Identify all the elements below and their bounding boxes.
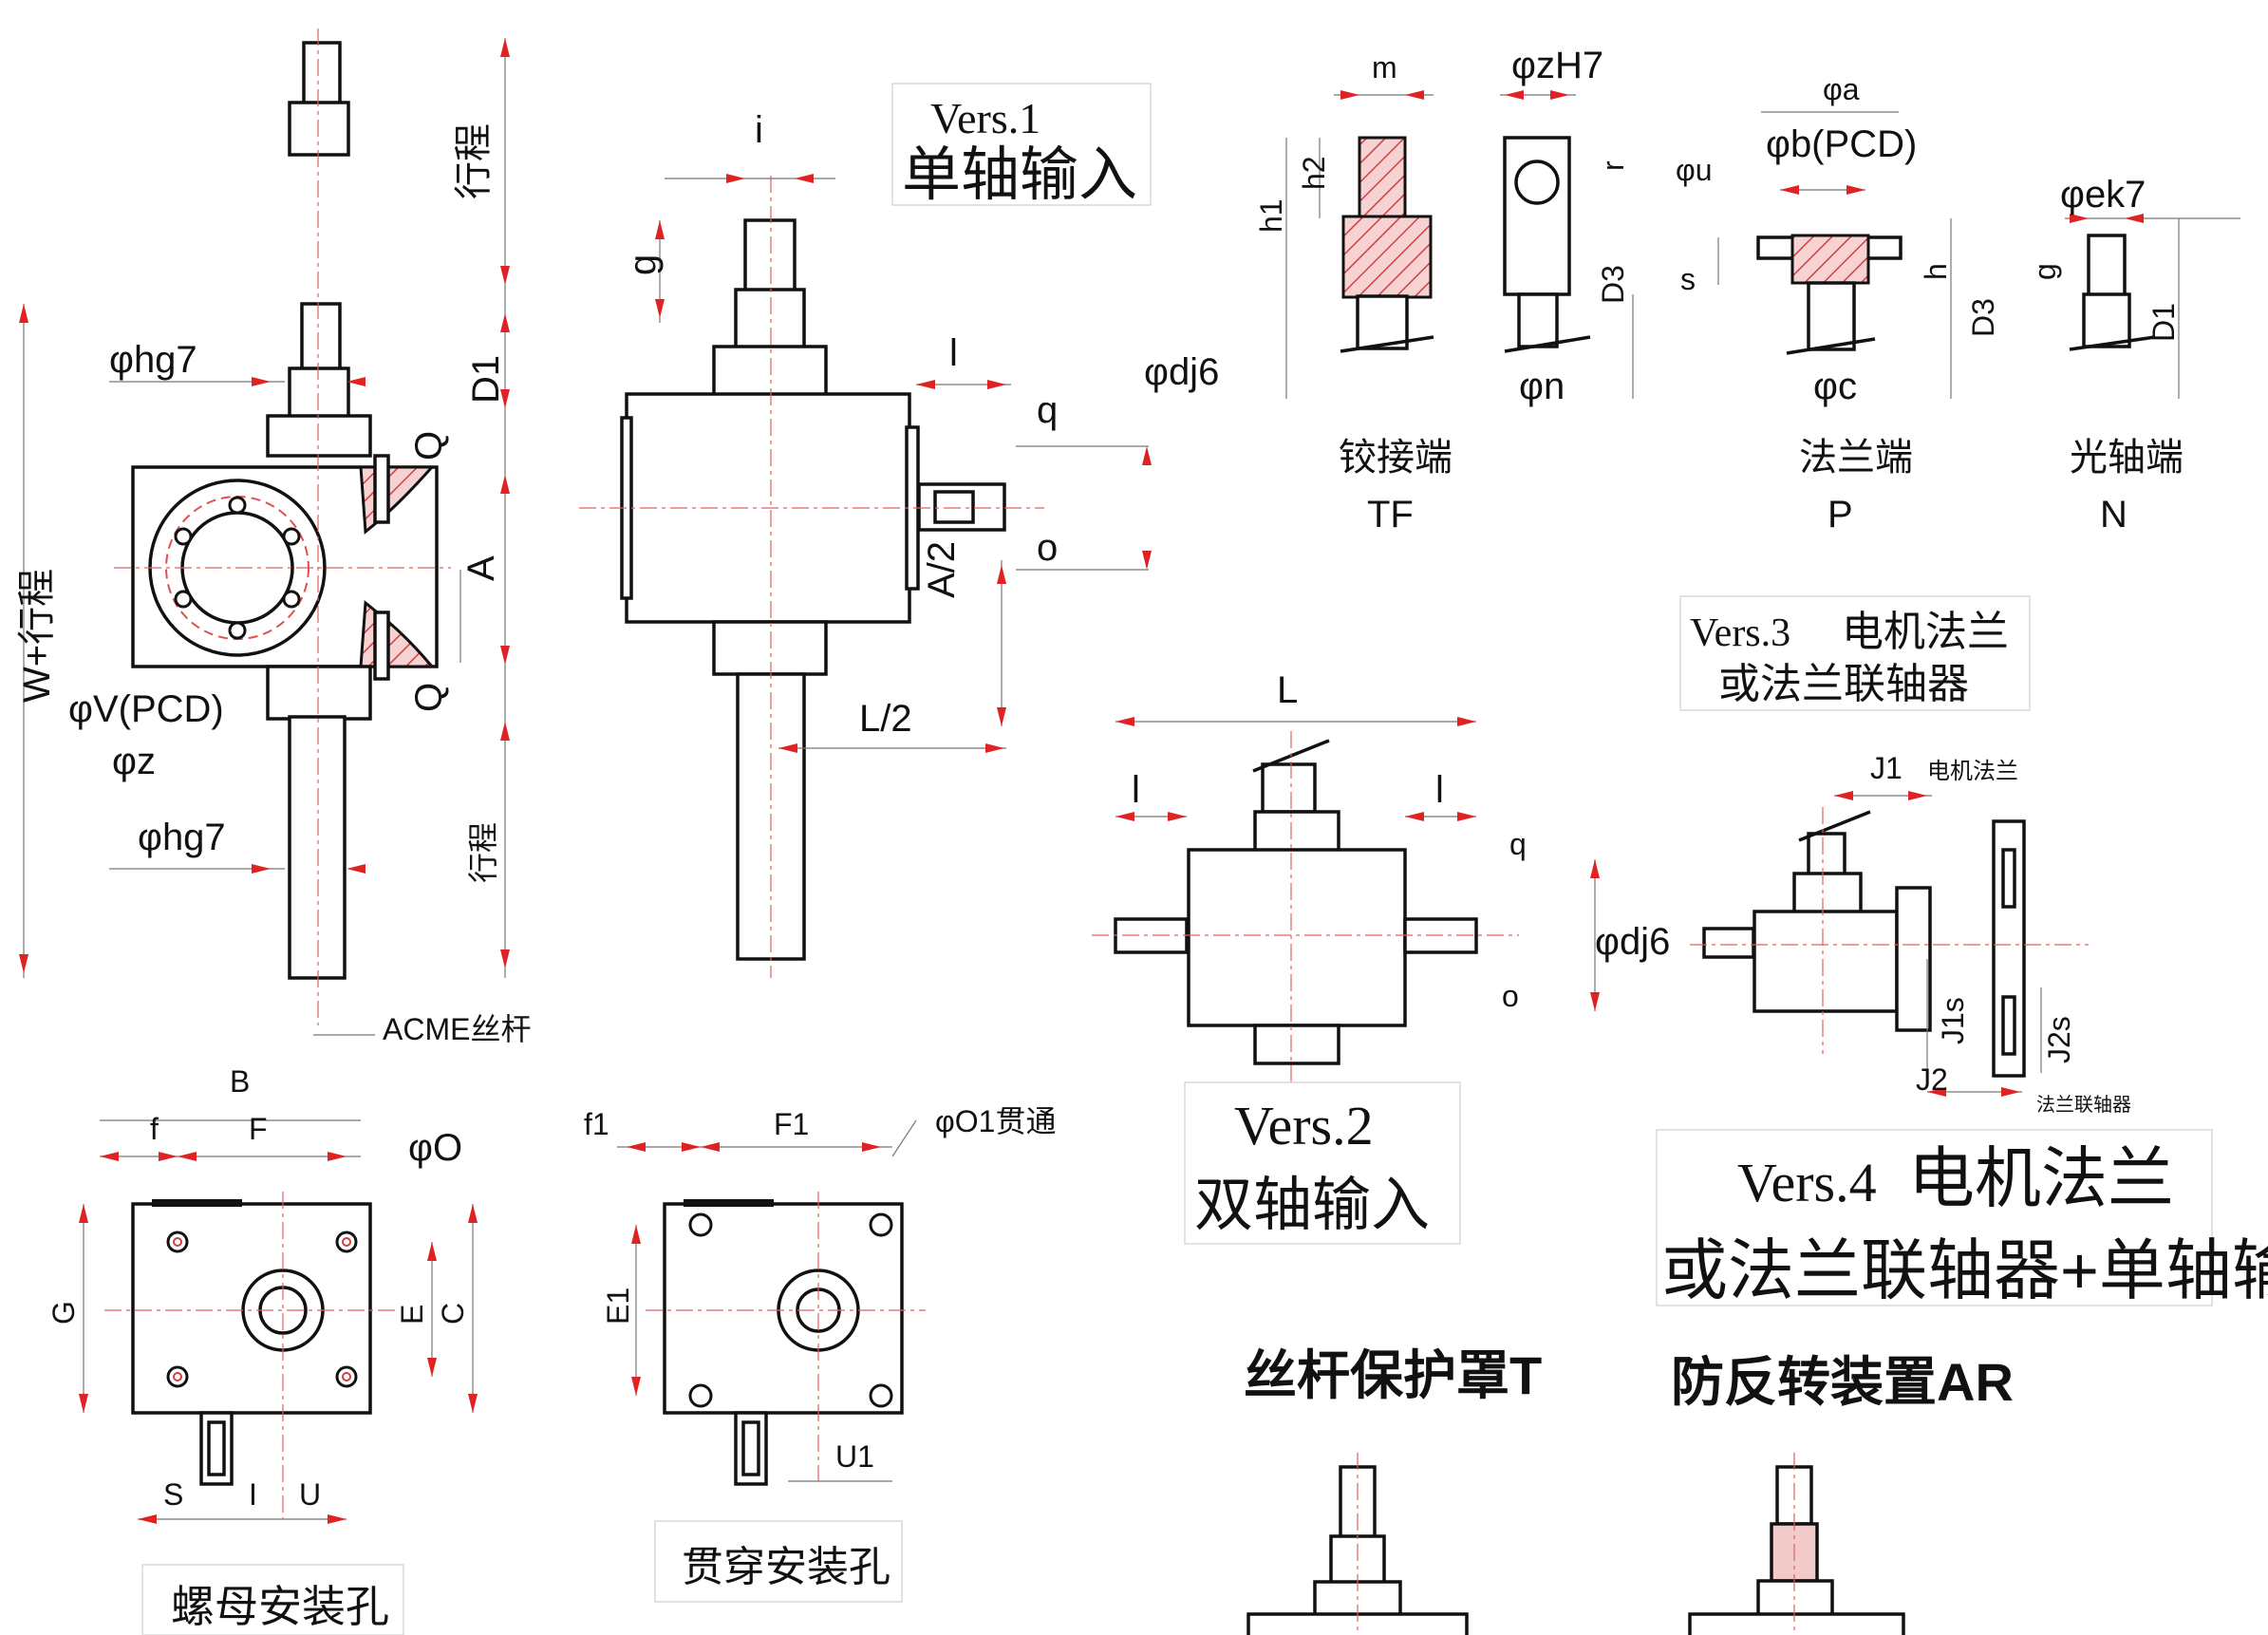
motor-flange-label: 电机法兰 (1927, 759, 2018, 784)
stroke-label-upper: 行程 (453, 123, 495, 199)
a-half-label: A/2 (921, 541, 963, 598)
tf-name: 铰接端 (1339, 437, 1453, 479)
E1-label: E1 (601, 1287, 635, 1325)
q-label: q (1037, 389, 1058, 431)
vers2-code: Vers.2 (1234, 1095, 1374, 1156)
anti-rotation-view (1688, 1453, 1905, 1635)
j1s-label: J1s (1936, 997, 1970, 1044)
h2-label: h2 (1297, 156, 1331, 190)
nut-holes-caption: 螺母安装孔 (171, 1582, 389, 1631)
I-label: I (249, 1477, 257, 1512)
v-pcd-label: φV(PCD) (68, 688, 224, 730)
stroke-label-lower: 行程 (466, 822, 500, 883)
u-label: φu (1676, 153, 1713, 187)
vers1-code: Vers.1 (930, 94, 1040, 142)
vers1-text: 单轴输入 (902, 142, 1137, 208)
vers4-text1: 电机法兰 (1908, 1141, 2174, 1215)
E-label: E (395, 1305, 429, 1325)
cover-view (1246, 1453, 1469, 1635)
C-label: C (436, 1303, 470, 1325)
vers3-code: Vers.3 (1690, 611, 1790, 655)
vers1-side-view (579, 174, 1152, 978)
o2-label: o (1502, 979, 1519, 1013)
r-label: r (1596, 160, 1630, 171)
o-hole-label: φO (408, 1127, 462, 1169)
vers3-text1: 电机法兰 (1842, 609, 2009, 655)
U-label: U (299, 1477, 321, 1512)
L-label: L (1277, 669, 1298, 711)
vers2-view (1092, 717, 1600, 1082)
l-half-label: L/2 (859, 698, 912, 740)
c-label: φc (1813, 366, 1857, 407)
s-label: s (1680, 262, 1696, 296)
o-label: o (1037, 527, 1058, 569)
d1-n-label: D1 (2146, 303, 2181, 342)
through-holes-caption: 贯穿安装孔 (682, 1544, 890, 1590)
j1-label: J1 (1870, 751, 1902, 785)
b-pcd-label: φb(PCD) (1766, 123, 1917, 165)
h1-label: h1 (1254, 198, 1288, 233)
q2-label: q (1509, 827, 1527, 861)
end-type-n (2065, 214, 2240, 399)
vers4-view (1690, 791, 2089, 1097)
anti-rotation-caption: 防反转装置AR (1671, 1352, 2014, 1412)
F-label: F (249, 1112, 268, 1146)
U1-label: U1 (835, 1439, 874, 1474)
p-name: 法兰端 (1799, 437, 1913, 479)
j2s-label: J2s (2042, 1016, 2076, 1063)
z-label: φz (112, 741, 156, 782)
dj6-label: φdj6 (1144, 351, 1219, 393)
vers4-text2: 或法兰联轴器+单轴输入 (1661, 1233, 2268, 1307)
f1-label: f1 (584, 1107, 609, 1141)
m-label: m (1372, 50, 1397, 85)
w-stroke-label: W+行程 (16, 569, 58, 703)
hg7-lower-label: φhg7 (138, 817, 226, 858)
d3-label: D3 (1596, 265, 1630, 304)
G-label: G (47, 1301, 81, 1325)
n-label: φn (1519, 366, 1565, 407)
hg7-label: φhg7 (109, 339, 197, 381)
dj6-2-label: φdj6 (1595, 921, 1670, 963)
vers3-text2: 或法兰联轴器 (1718, 661, 1969, 707)
a-label: A (460, 555, 502, 581)
main-front-view (19, 28, 510, 1036)
q-label-lower: Q (408, 683, 450, 712)
nut-holes-view (79, 1119, 478, 1524)
cover-caption: 丝杆保护罩T (1244, 1345, 1542, 1405)
a-small-label: φa (1823, 72, 1860, 106)
q-label-upper: Q (408, 431, 450, 460)
n-code: N (2100, 494, 2127, 536)
l-label: l (949, 332, 958, 374)
g-n-label: g (2028, 263, 2062, 280)
end-type-tf (1285, 90, 1634, 399)
i-label: i (755, 109, 763, 151)
d1-label: D1 (465, 355, 507, 404)
g-label: g (622, 254, 664, 275)
l-right-label: l (1435, 769, 1444, 811)
o1-label: φO1贯通 (935, 1104, 1056, 1138)
B-label: B (230, 1064, 250, 1099)
ek7-label: φek7 (2060, 174, 2146, 216)
vers4-code: Vers.4 (1737, 1152, 1877, 1213)
p-code: P (1828, 494, 1853, 536)
l-left-label: l (1132, 769, 1140, 811)
zh7-label: φzH7 (1511, 45, 1603, 86)
h-label: h (1919, 263, 1953, 280)
end-type-p (1717, 111, 1952, 399)
S-label: S (163, 1477, 183, 1512)
d3-label-p: D3 (1966, 298, 2000, 337)
f-label: f (150, 1112, 159, 1146)
vers2-text: 双轴输入 (1194, 1173, 1430, 1238)
j2-label: J2 (1916, 1062, 1948, 1097)
flange-coupling-label: 法兰联轴器 (2036, 1094, 2131, 1116)
acme-label: ACME丝杆 (383, 1012, 531, 1046)
n-name: 光轴端 (2070, 437, 2184, 479)
F1-label: F1 (774, 1107, 809, 1141)
tf-code: TF (1367, 494, 1414, 536)
through-holes-view (617, 1119, 926, 1486)
